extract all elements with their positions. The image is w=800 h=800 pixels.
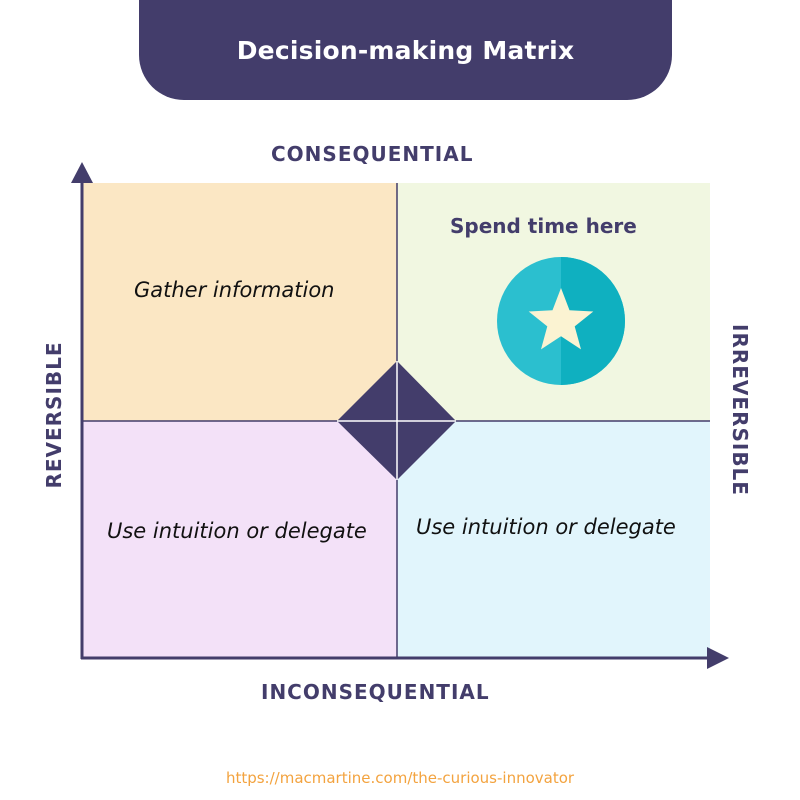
page-title: Decision-making Matrix <box>236 35 575 65</box>
quadrant-label-spend-time-here: Spend time here <box>450 214 637 238</box>
y-axis-arrow-icon <box>71 162 93 183</box>
quadrant-label-bottom-left: Use intuition or delegate <box>107 519 367 543</box>
diamond-icon <box>337 361 456 480</box>
footer-link[interactable]: https://macmartine.com/the-curious-innov… <box>225 769 575 787</box>
quadrant-label-bottom-right: Use intuition or delegate <box>416 515 676 539</box>
quadrant-bottom-left <box>82 421 397 658</box>
quadrant-label-gather-information: Gather information <box>134 278 335 302</box>
quadrant-top-left <box>82 183 397 421</box>
axis-label-inconsequential: INCONSEQUENTIAL <box>261 680 490 704</box>
title-banner: Decision-making Matrix <box>139 0 672 100</box>
star-icon <box>497 257 625 385</box>
x-axis-arrow-icon <box>707 647 729 669</box>
axis-label-consequential: CONSEQUENTIAL <box>271 142 474 166</box>
quadrant-bottom-right <box>397 421 710 658</box>
